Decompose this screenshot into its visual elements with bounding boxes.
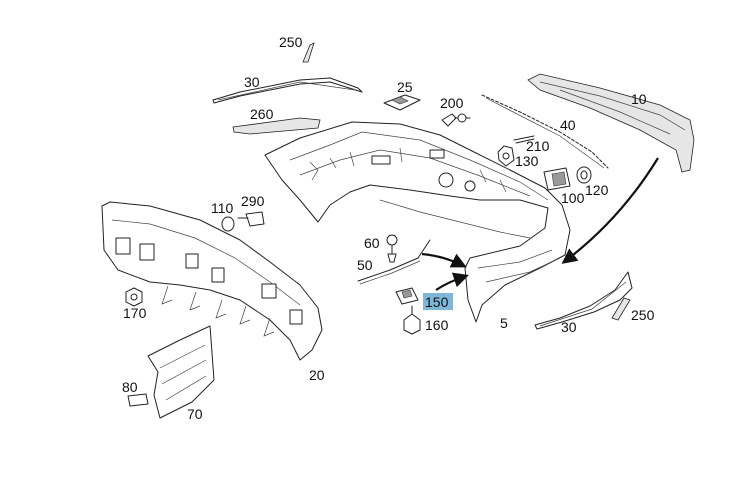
part-250-top-strip — [302, 42, 315, 63]
label-110: 110 — [211, 200, 234, 216]
assembly-arrows — [421, 157, 659, 291]
highlight-150 — [423, 293, 453, 310]
label-170: 170 — [123, 305, 147, 321]
part-260-strip — [232, 117, 321, 135]
label-50: 50 — [357, 257, 373, 273]
label-80: 80 — [122, 379, 138, 395]
part-30-bottom-strip — [534, 271, 633, 330]
label-210: 210 — [526, 138, 550, 154]
label-25: 25 — [397, 79, 413, 95]
part-10-spoiler — [527, 73, 695, 173]
part-120-ring — [576, 166, 592, 184]
part-30-top-strip — [212, 77, 363, 104]
label-20: 20 — [309, 367, 325, 383]
part-100-sensor — [543, 167, 571, 191]
part-80-block — [127, 393, 149, 407]
part-150-clip — [395, 287, 419, 305]
part-200-pin — [441, 113, 471, 127]
label-250-bottom: 250 — [631, 307, 655, 323]
part-290-clip — [237, 211, 265, 227]
label-5: 5 — [500, 315, 508, 331]
part-60-pin — [386, 234, 398, 263]
part-40-strip — [481, 94, 609, 169]
part-25-plate — [383, 94, 421, 111]
label-160: 160 — [425, 317, 449, 333]
part-250-bottom-strip — [611, 297, 631, 321]
part-130-bracket — [497, 145, 515, 167]
label-260: 260 — [250, 106, 274, 122]
label-40: 40 — [560, 117, 576, 133]
label-30-bottom: 30 — [561, 319, 577, 335]
part-210-clip — [513, 135, 535, 144]
label-60: 60 — [364, 235, 380, 251]
label-290: 290 — [241, 193, 265, 209]
part-110-washer — [221, 216, 235, 232]
part-170-nut — [125, 287, 143, 307]
label-10: 10 — [631, 91, 647, 107]
label-120: 120 — [585, 182, 609, 198]
part-5-bumper-cover — [264, 121, 571, 323]
part-160-nut — [403, 305, 421, 335]
label-30-top: 30 — [244, 74, 260, 90]
label-250-top: 250 — [279, 34, 303, 50]
part-50-strip — [357, 239, 431, 285]
label-100: 100 — [561, 190, 585, 206]
label-130: 130 — [515, 153, 539, 169]
label-70: 70 — [187, 406, 203, 422]
part-70-panel — [147, 325, 215, 419]
label-200: 200 — [440, 95, 464, 111]
part-20-absorber — [101, 201, 323, 361]
label-150: 150 — [425, 294, 449, 310]
